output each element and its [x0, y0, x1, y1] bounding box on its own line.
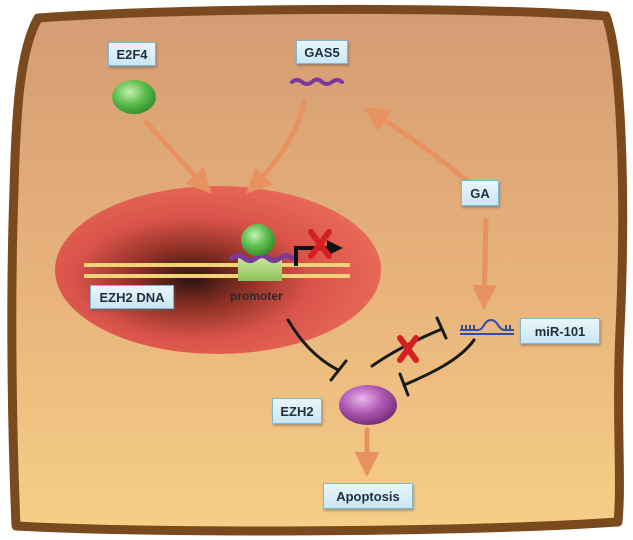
gas5-label: GAS5 — [296, 40, 348, 64]
arrow-gas5-to-promoter — [246, 99, 307, 194]
mir101-hairpin — [460, 318, 514, 335]
gas5-rna — [290, 77, 344, 86]
mir101-label: miR-101 — [520, 318, 600, 344]
ezh2-dna-strand — [84, 263, 350, 278]
inhibit-mir101-to-ezh2 — [402, 338, 476, 387]
ga-label: GA — [461, 180, 499, 206]
transcription-blocked-x-icon — [308, 229, 332, 259]
ezh2-protein — [339, 385, 397, 425]
nucleus — [55, 186, 381, 354]
e2f4-label: E2F4 — [108, 42, 156, 66]
blocked-inhibition-x-icon — [397, 335, 419, 363]
arrow-ga-to-mir101 — [471, 217, 497, 310]
promoter-label: promoter — [230, 289, 283, 303]
inhibit-bar-promoter-ezh2 — [329, 359, 348, 382]
arrow-ga-to-gas5 — [363, 107, 469, 183]
arrow-e2f4-to-promoter — [143, 119, 212, 194]
inhibit-bar-mir101-ezh2 — [398, 372, 410, 397]
inhibit-promoter-to-ezh2 — [286, 318, 340, 372]
ezh2-label: EZH2 — [272, 398, 322, 424]
e2f4-protein — [112, 80, 156, 114]
ezh2-dna-label: EZH2 DNA — [90, 285, 174, 309]
e2f4-bound-protein — [241, 224, 275, 256]
inhibit-bar-ezh2-mir101 — [435, 316, 448, 340]
promoter-region — [238, 258, 282, 281]
apoptosis-label: Apoptosis — [323, 483, 413, 509]
